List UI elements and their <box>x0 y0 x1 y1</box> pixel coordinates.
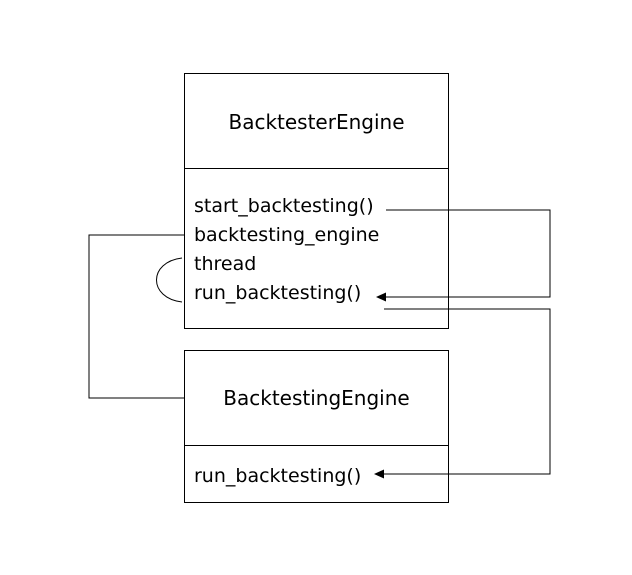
class-title-backtesting-engine: BacktestingEngine <box>223 386 410 410</box>
class-box-backtesting-engine: BacktestingEngine run_backtesting() <box>184 350 449 503</box>
class-box-backtester-engine: BacktesterEngine start_backtesting() bac… <box>184 73 449 329</box>
member-run-backtesting: run_backtesting() <box>194 282 362 304</box>
member-backtesting-engine: backtesting_engine <box>194 224 380 246</box>
connector-attribute-to-class <box>88 234 184 399</box>
connector-thread-loop <box>156 257 183 303</box>
member-run-backtesting-engine: run_backtesting() <box>194 465 362 487</box>
class-divider-backtester-engine <box>185 168 448 169</box>
class-divider-backtesting-engine <box>185 445 448 446</box>
member-start-backtesting: start_backtesting() <box>194 195 374 217</box>
class-title-backtester-engine: BacktesterEngine <box>228 110 405 134</box>
member-thread: thread <box>194 253 257 275</box>
